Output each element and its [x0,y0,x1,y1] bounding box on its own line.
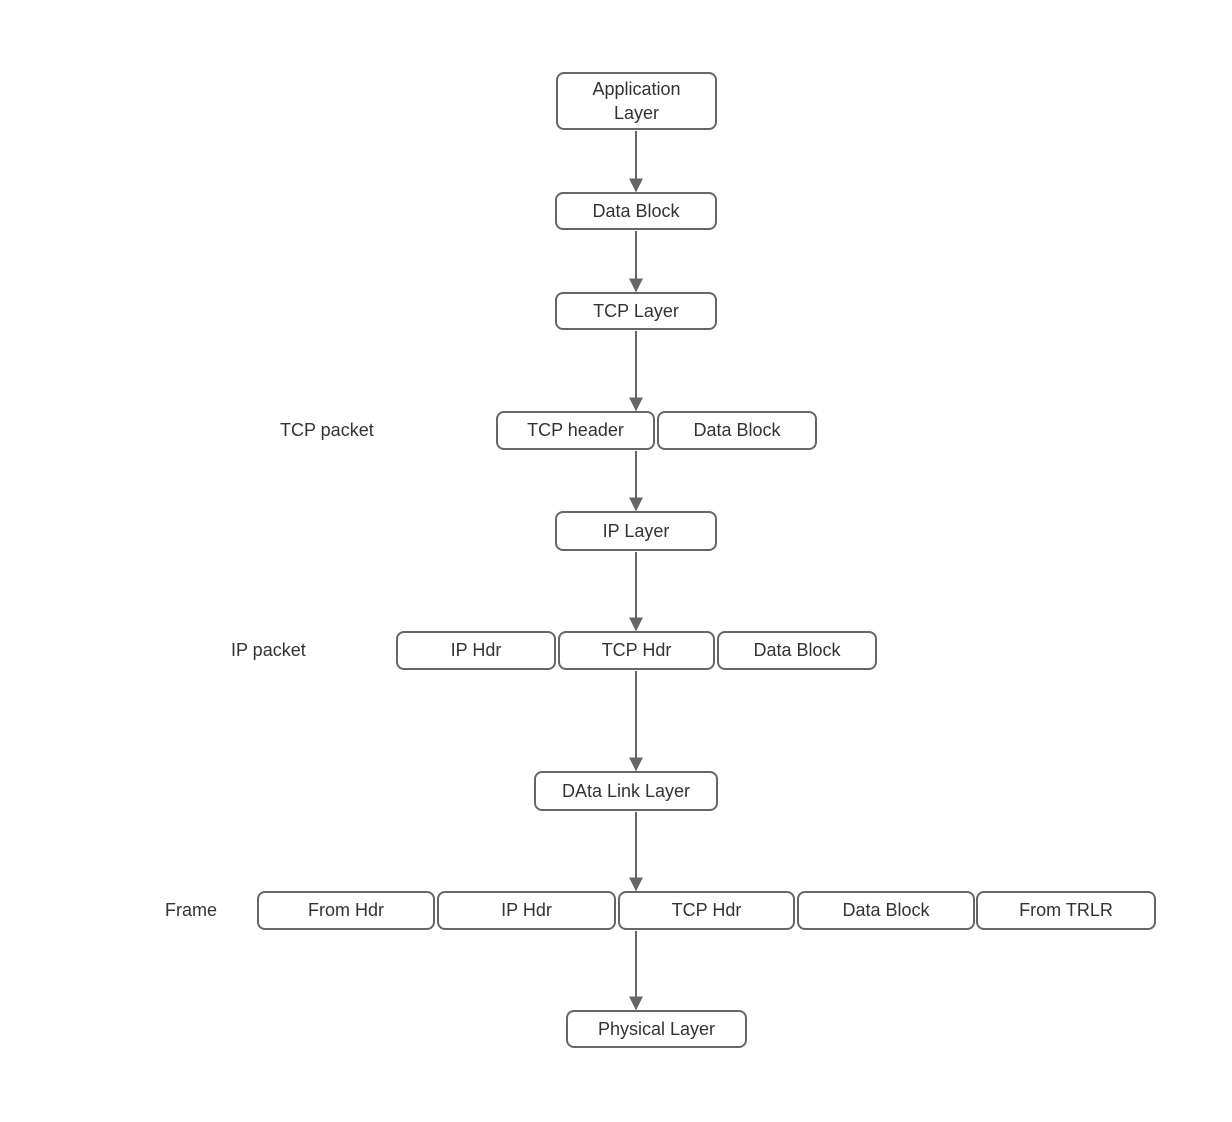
cell-frame-ip-hdr: IP Hdr [437,891,616,930]
cell-frame-tcp-hdr: TCP Hdr [618,891,795,930]
cell-tcp-header: TCP header [496,411,655,450]
cell-tcp-packet-data-block: Data Block [657,411,817,450]
node-data-link-layer: DAta Link Layer [534,771,718,811]
label-ip-packet: IP packet [231,640,306,660]
cell-frame-from-trlr: From TRLR [976,891,1156,930]
node-physical-layer: Physical Layer [566,1010,747,1048]
cell-ip-packet-data-block: Data Block [717,631,877,670]
node-tcp-layer: TCP Layer [555,292,717,330]
node-application-layer: Application Layer [556,72,717,130]
cell-ip-hdr: IP Hdr [396,631,556,670]
cell-frame-data-block: Data Block [797,891,975,930]
node-application-layer-text: Application Layer [592,78,681,123]
cell-frame-from-hdr: From Hdr [257,891,435,930]
cell-ip-packet-tcp-hdr: TCP Hdr [558,631,715,670]
node-data-block: Data Block [555,192,717,230]
label-frame: Frame [165,900,218,920]
label-tcp-packet: TCP packet [280,420,374,440]
node-ip-layer: IP Layer [555,511,717,551]
